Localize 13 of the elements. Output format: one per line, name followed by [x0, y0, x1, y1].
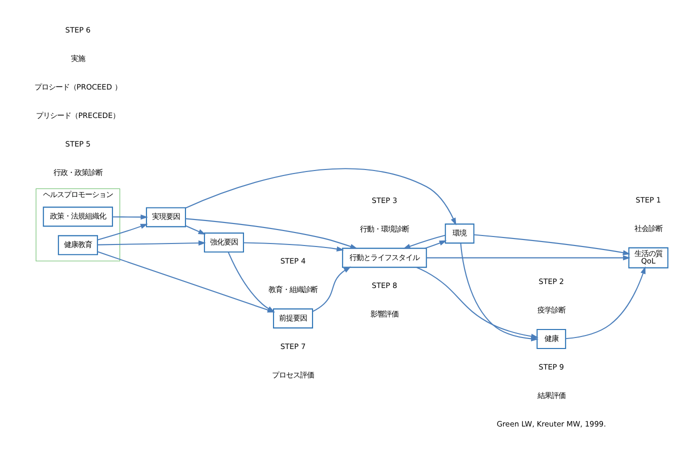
- arrow: [243, 242, 344, 252]
- arrow: [424, 240, 446, 248]
- arrow: [312, 266, 351, 312]
- arrow: [473, 234, 630, 255]
- arrow: [402, 234, 445, 248]
- arrow: [184, 168, 456, 225]
- arrow: [112, 214, 148, 220]
- arrow: [565, 266, 645, 339]
- arrow: [426, 254, 630, 260]
- arrow: [184, 224, 206, 234]
- arrow: [97, 240, 206, 246]
- arrow: [185, 218, 358, 248]
- arrow: [97, 223, 148, 240]
